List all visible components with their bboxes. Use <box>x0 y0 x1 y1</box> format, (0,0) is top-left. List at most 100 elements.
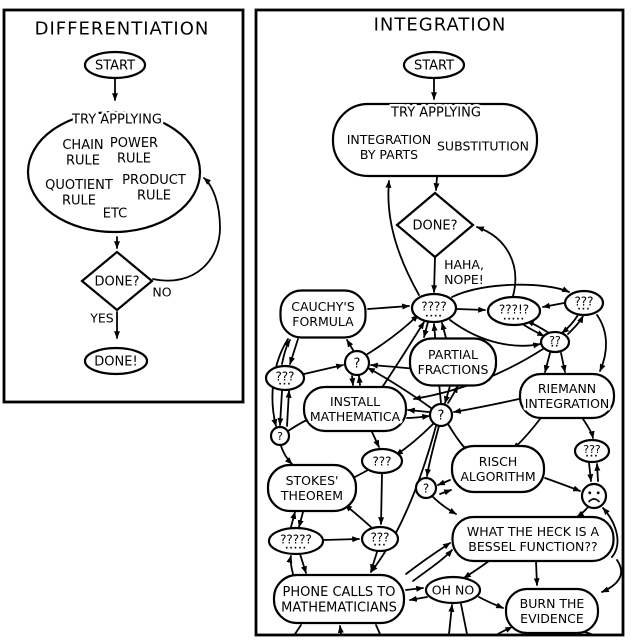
edge-offpanel-ohno-1 <box>448 604 455 635</box>
node-done-diamond-label-line: DONE? <box>412 219 457 234</box>
node-q-far-left-label: ? <box>277 430 283 443</box>
edge-cauchy-to-qqqleft <box>289 338 299 365</box>
node-cauchys-formula-label-line: CAUCHY'S <box>291 299 355 314</box>
node-burn-evidence-label-line: EVIDENCE <box>520 611 584 626</box>
edge-risch-to-sad <box>544 477 581 492</box>
node-q-far-left-label-line: ? <box>277 430 283 443</box>
edge-ohno-to-burn <box>478 596 504 609</box>
edge-diamond-to-qqqq <box>431 257 438 293</box>
edge-riemann-to-qcenter <box>453 398 520 414</box>
edge-retry-up-to-blob <box>385 180 420 296</box>
node-burn-evidence <box>504 587 600 635</box>
node-q-left <box>343 349 371 377</box>
edge-ohno-to-phone <box>409 595 428 602</box>
edge-offpanel-phone-1 <box>294 624 302 635</box>
edge-stokes-to-qqqqq <box>297 511 304 528</box>
node-qqq-left-label-line: ??? <box>275 369 294 383</box>
node-try-applying-label-label-line: TRY APPLYING <box>390 106 481 121</box>
node-done-diamond <box>395 191 475 259</box>
edge-qqqqq-to-phone <box>299 553 307 574</box>
node-bessel-function-label-line: WHAT THE HECK IS A <box>467 524 600 539</box>
edge-phone-to-bessel-2 <box>405 542 451 575</box>
edge-qleft-to-install <box>349 375 356 386</box>
node-oh-no <box>424 575 482 605</box>
node-stokes-theorem-label-line: THEOREM <box>280 488 343 503</box>
node-riemann-integration <box>518 372 616 420</box>
edge-qqqbr-to-sad <box>587 462 594 482</box>
node-q-left-label: ? <box>354 357 361 372</box>
node-qqqiq-label: ???!? <box>499 302 529 316</box>
edge-no-loop <box>152 177 221 282</box>
edge-bessel-to-burn <box>533 560 540 586</box>
edge-qcenter-to-qbottom <box>425 425 440 477</box>
edge-phone-to-ohno <box>405 585 424 592</box>
edge-sad-to-qqqbr <box>594 463 601 482</box>
node-integration-by-parts-label-line: INTEGRATION <box>347 132 432 147</box>
panel-differentiation-title: DIFFERENTIATION <box>35 19 210 40</box>
node-q-bottom-label: ? <box>423 481 429 495</box>
node-product-rule-label-line: RULE <box>137 189 171 204</box>
edge-offpanel-phone-2 <box>337 625 344 635</box>
node-qq-dots: ·· <box>551 342 560 352</box>
node-qq <box>539 330 571 354</box>
node-qqq-mid-label-line: ??? <box>372 454 391 468</box>
node-qqq-bottom-mid-label-line: ??? <box>370 530 389 544</box>
edge-qqqq-to-qqqtr <box>451 283 570 298</box>
node-start-label: START <box>414 59 454 74</box>
label-yes-line: YES <box>89 311 114 326</box>
node-try-applying-label-label: TRY APPLYING <box>71 113 162 128</box>
node-chain-rule-label-line: CHAIN <box>62 138 103 153</box>
edge-qleft-to-cauchy <box>346 339 354 351</box>
node-etc-label: ETC <box>103 207 127 222</box>
node-qqq-bottom-mid-label: ??? <box>370 530 389 544</box>
node-substitution-label-line: SUBSTITUTION <box>437 139 529 154</box>
edge-install-to-qqqmid <box>371 431 380 448</box>
node-partial-fractions <box>408 337 498 387</box>
node-sad-face <box>580 482 608 510</box>
node-etc-label-line: ETC <box>103 207 127 222</box>
node-q-center-label-line: ? <box>438 409 445 424</box>
label-haha-line: HAHA, <box>444 257 484 272</box>
node-install-mathematica-label-line: INSTALL <box>330 394 380 409</box>
node-qqqqq-label: ????? <box>280 532 312 546</box>
edge-qqqqq-to-stokes <box>290 511 297 528</box>
edge-qqqleft-to-qleft <box>303 363 344 375</box>
edge-qq-to-riemann-2 <box>560 352 567 373</box>
node-qqq-bottom-mid-dots: ··· <box>373 541 386 551</box>
node-try-applying-blob <box>331 102 539 178</box>
node-qqqq-dots: ···· <box>425 312 443 322</box>
edge-qqqiq-to-qq <box>523 324 545 337</box>
node-cauchys-formula-label-line: FORMULA <box>292 314 354 329</box>
edge-bessel-to-ohno <box>463 560 490 579</box>
edge-phone-to-bessel-1 <box>412 549 453 582</box>
node-power-rule-label-line: RULE <box>117 152 151 167</box>
node-qqq-top-right-label: ??? <box>574 294 593 308</box>
node-try-applying-blob <box>26 110 202 234</box>
node-done <box>83 346 149 376</box>
edge-install-to-qcenter <box>406 413 430 420</box>
edge-rightedge-to-burn <box>601 559 622 593</box>
node-qqqiq <box>486 295 542 327</box>
edge-qqqiq-to-diamond <box>476 226 517 297</box>
node-phone-calls <box>272 573 406 625</box>
node-qqq-mid-label: ??? <box>372 454 391 468</box>
node-q-center <box>428 402 454 428</box>
label-haha: HAHA,NOPE! <box>444 257 484 287</box>
node-partial-fractions-label-line: FRACTIONS <box>418 362 489 377</box>
node-power-rule-label-line: POWER <box>110 136 158 151</box>
node-oh-no-label-line: OH NO <box>432 583 475 598</box>
edge-offpanel-burn-1 <box>497 626 513 635</box>
node-quotient-rule-label-line: QUOTIENT <box>45 178 113 193</box>
node-qqqq-label-line: ???? <box>421 299 446 313</box>
node-q-center-label: ? <box>438 409 445 424</box>
node-done-label: DONE! <box>94 355 137 370</box>
